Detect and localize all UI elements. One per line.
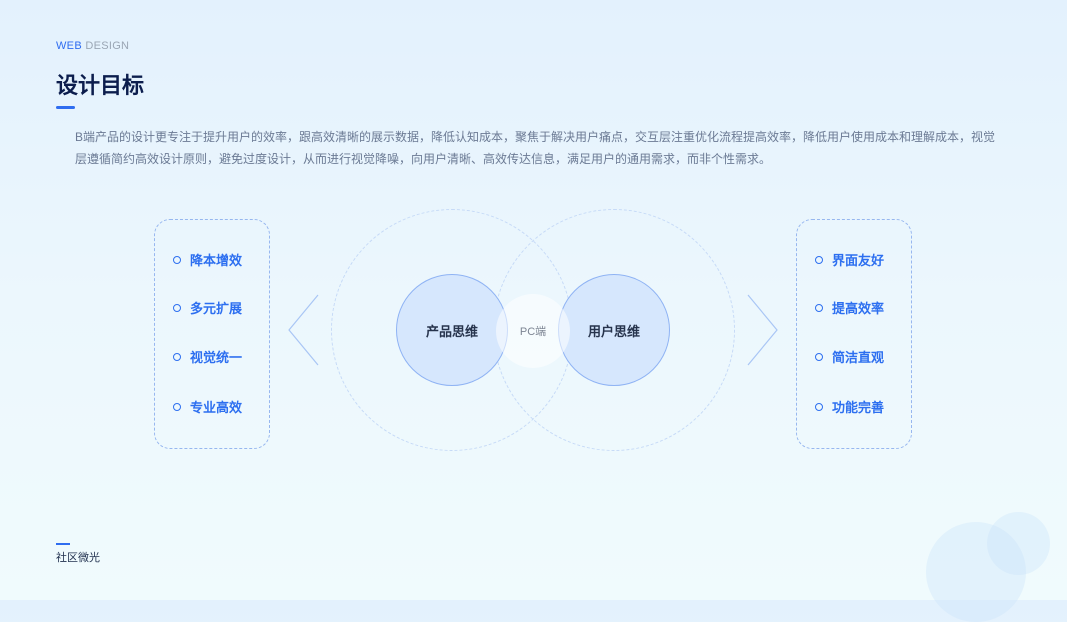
chevron-right-icon <box>747 294 778 366</box>
footer-label: 社区微光 <box>56 552 100 564</box>
circle-bullet-icon <box>815 402 823 411</box>
circle-bullet-icon <box>815 303 823 312</box>
circle-bullet-icon <box>815 352 823 361</box>
item-label: 提高效率 <box>832 301 885 316</box>
list-item: 专业高效 <box>173 397 242 416</box>
item-label: 视觉统一 <box>190 350 243 365</box>
list-item: 降本增效 <box>173 250 242 269</box>
item-label: 多元扩展 <box>190 301 243 316</box>
list-item: 多元扩展 <box>173 298 242 317</box>
list-item: 界面友好 <box>815 250 884 269</box>
page-title: 设计目标 <box>56 73 145 98</box>
item-label: 专业高效 <box>190 400 243 415</box>
product-thinking-circle: 产品思维 <box>396 274 508 386</box>
chevron-left-icon <box>288 294 319 366</box>
list-item: 简洁直观 <box>815 347 884 366</box>
left-goals-box: 降本增效 多元扩展 视觉统一 专业高效 <box>154 219 270 449</box>
eyebrow-accent: WEB <box>56 40 82 52</box>
item-label: 界面友好 <box>832 253 885 268</box>
circle-bullet-icon <box>173 352 181 361</box>
eyebrow-rest: DESIGN <box>81 40 130 52</box>
eyebrow: WEB DESIGN <box>56 40 129 52</box>
decor-bubble <box>987 512 1050 575</box>
description: B端产品的设计更专注于提升用户的效率，跟高效清晰的展示数据，降低认知成本，聚焦于… <box>75 130 996 166</box>
list-item: 功能完善 <box>815 397 884 416</box>
user-thinking-circle: 用户思维 <box>558 274 670 386</box>
item-label: 简洁直观 <box>832 350 885 365</box>
pc-label: PC端 <box>496 294 570 368</box>
item-label: 功能完善 <box>832 400 885 415</box>
list-item: 视觉统一 <box>173 347 242 366</box>
circle-bullet-icon <box>815 255 823 264</box>
right-goals-box: 界面友好 提高效率 简洁直观 功能完善 <box>796 219 912 449</box>
title-underline <box>56 106 75 109</box>
footer-bar <box>56 543 70 545</box>
circle-bullet-icon <box>173 402 181 411</box>
circle-bullet-icon <box>173 303 181 312</box>
circle-bullet-icon <box>173 255 181 264</box>
item-label: 降本增效 <box>190 253 243 268</box>
list-item: 提高效率 <box>815 298 884 317</box>
